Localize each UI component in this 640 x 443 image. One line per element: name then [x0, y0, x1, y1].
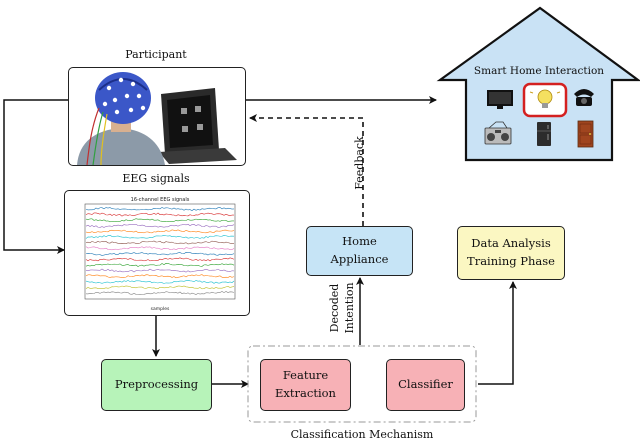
feature-extraction-box: Feature Extraction [260, 359, 351, 411]
eeg-trace [85, 240, 235, 245]
eeg-plot-title: 16-channel EEG signals [131, 197, 190, 203]
feedback-label: Feedback [353, 136, 366, 190]
eeg-trace [85, 263, 235, 267]
eeg-trace [85, 285, 235, 290]
decoded-intention-label: Decoded Intention [327, 268, 357, 348]
eeg-plot: 16-channel EEG signals samples [84, 197, 236, 312]
classifier-box: Classifier [386, 359, 465, 411]
data-analysis-box: Data Analysis Training Phase [457, 226, 565, 280]
classifier-label: Classifier [398, 377, 453, 392]
feature-extraction-line2: Extraction [275, 386, 336, 400]
decoded-intention-line2: Intention [343, 282, 356, 334]
classification-mechanism-container [247, 345, 477, 423]
arrow-classifier-to-data-analysis [478, 281, 517, 385]
arrow-participant-to-eeg [3, 99, 68, 254]
eeg-trace [85, 257, 235, 262]
eeg-trace [85, 291, 235, 295]
preprocessing-box: Preprocessing [101, 359, 212, 411]
participant-photo [68, 67, 246, 166]
eeg-plot-xlabel: samples [151, 306, 170, 312]
eeg-trace [85, 246, 235, 251]
arrow-feedback [249, 114, 364, 226]
eeg-trace [85, 207, 235, 212]
feature-extraction-line1: Feature [282, 368, 329, 383]
data-analysis-line1: Data Analysis [471, 236, 551, 251]
home-appliance-line2: Appliance [330, 252, 389, 266]
eeg-trace [85, 212, 235, 217]
classification-mechanism-label: Classification Mechanism [290, 428, 434, 441]
eeg-label: EEG signals [122, 172, 190, 185]
eeg-trace [85, 223, 235, 228]
preprocessing-label: Preprocessing [114, 377, 199, 392]
eeg-plot-frame: 16-channel EEG signals samples [64, 190, 250, 316]
data-analysis-line2: Training Phase [467, 254, 555, 268]
eeg-trace [85, 235, 235, 239]
smart-home-title: Smart Home Interaction [473, 65, 605, 77]
eeg-trace [85, 229, 235, 234]
participant-label: Participant [125, 48, 187, 61]
eeg-trace [85, 218, 235, 223]
home-appliance-line1: Home [342, 234, 377, 249]
decoded-intention-line1: Decoded [328, 283, 341, 333]
home-appliance-box: Home Appliance [306, 226, 413, 276]
eeg-trace [85, 252, 235, 256]
eeg-trace [85, 279, 235, 284]
eeg-trace [85, 268, 235, 273]
eeg-trace [85, 274, 235, 279]
